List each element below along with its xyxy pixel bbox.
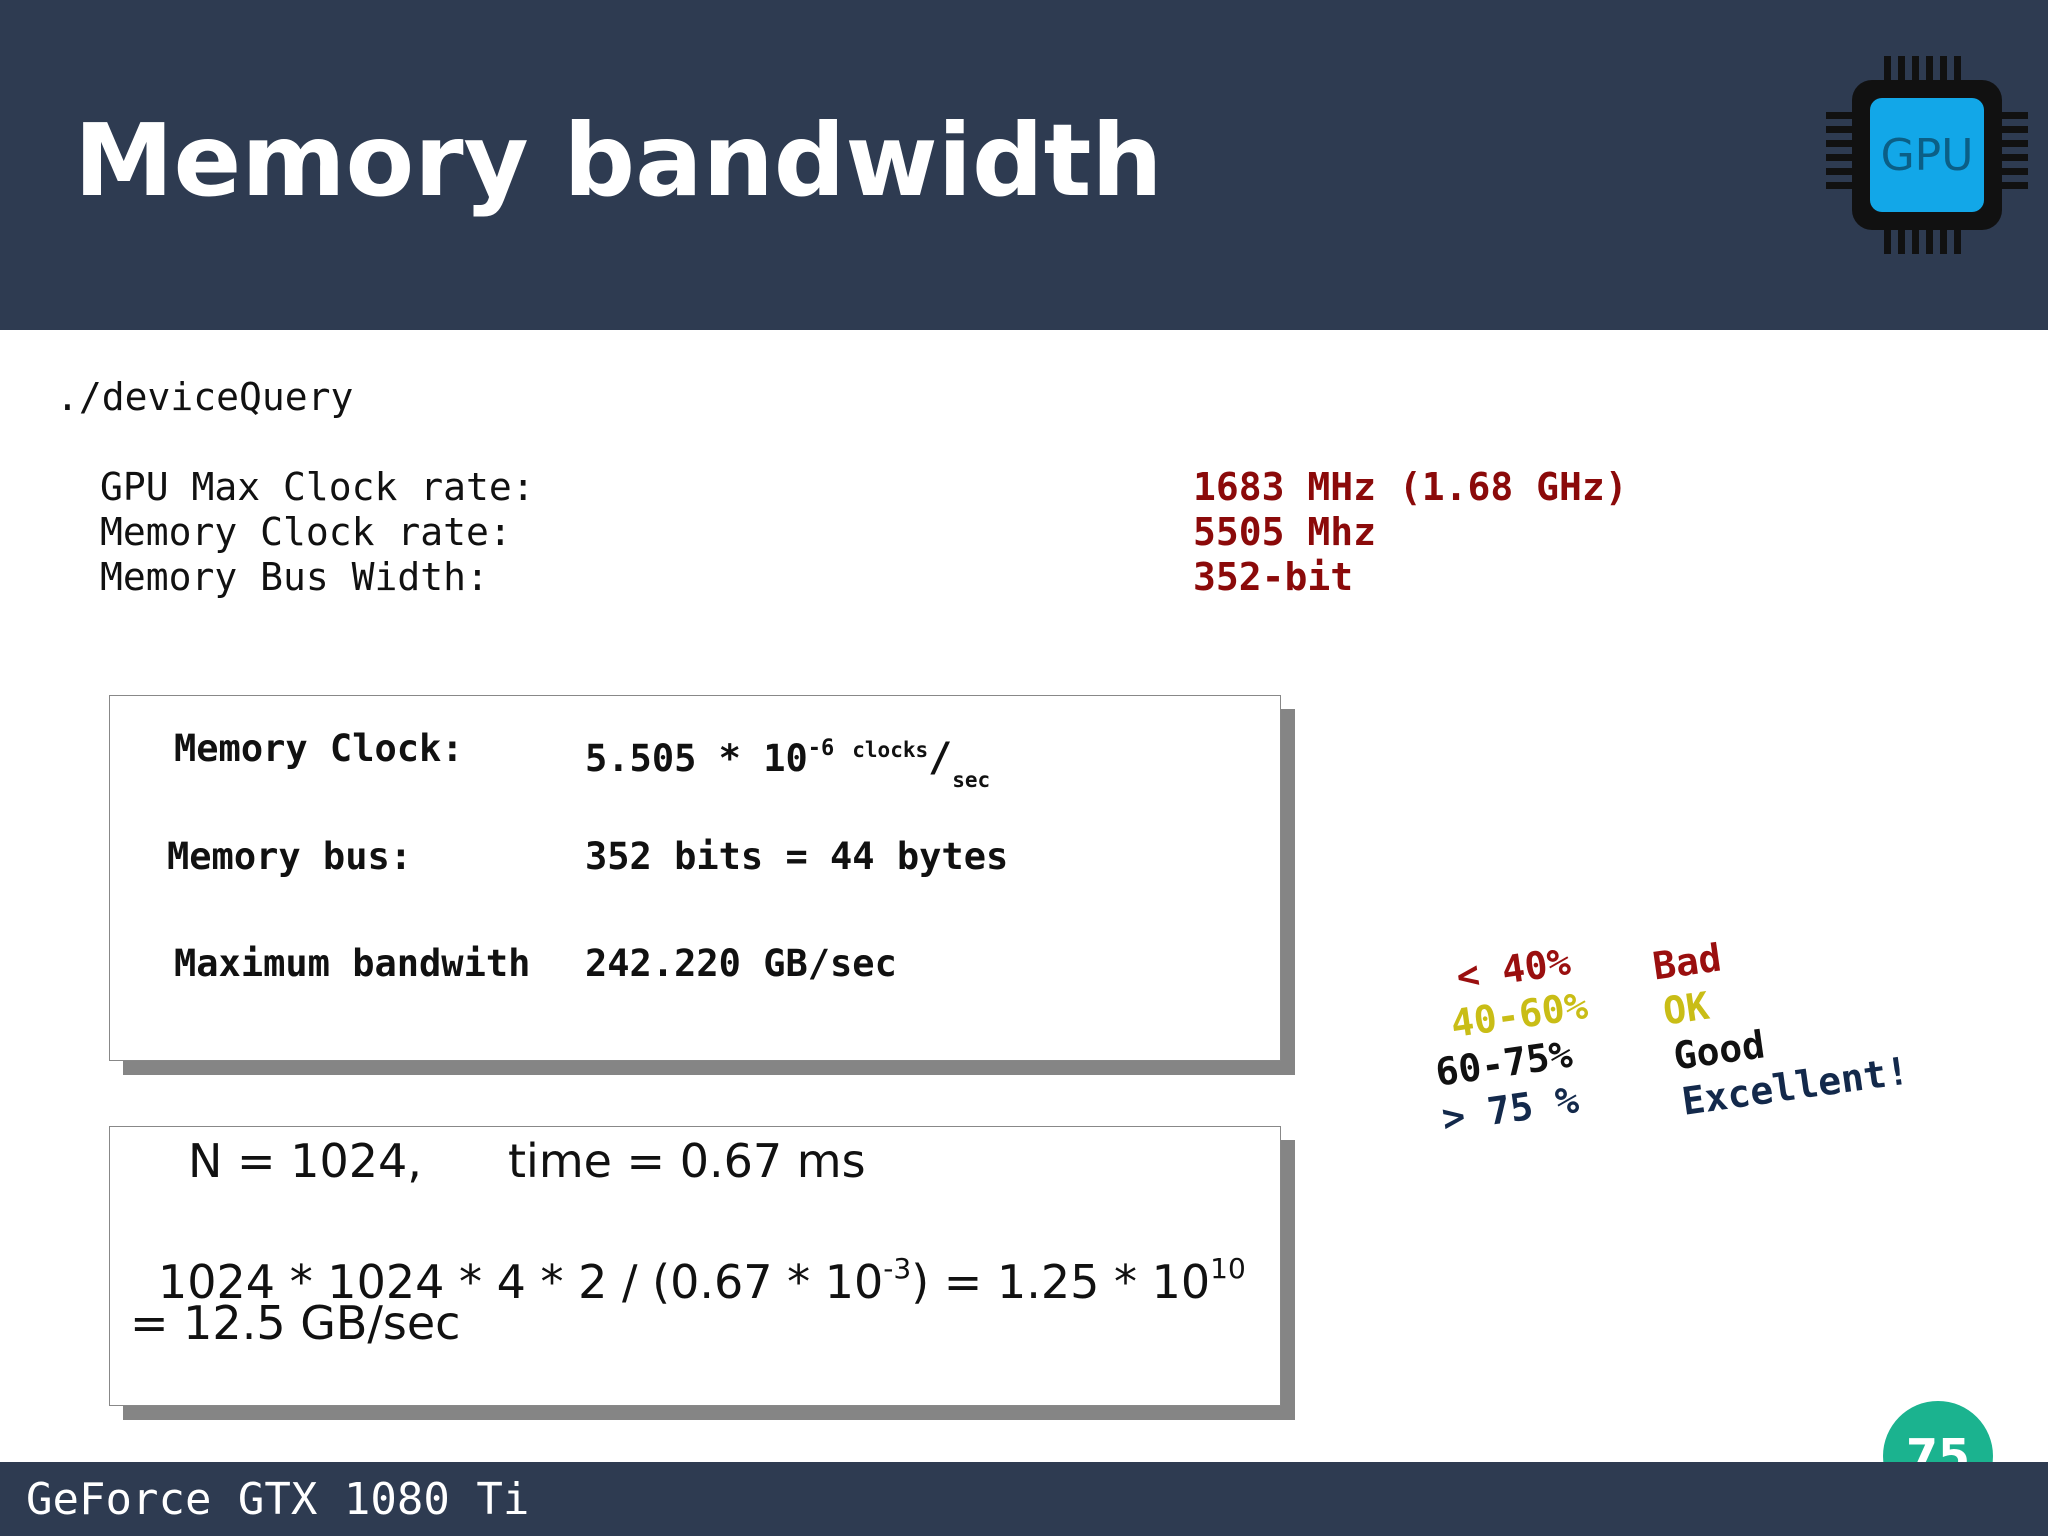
spec-label: Memory Clock rate: xyxy=(100,510,512,554)
example-result: = 12.5 GB/sec xyxy=(130,1296,461,1350)
example-n: N = 1024, xyxy=(188,1134,422,1188)
unit-numerator: clocks xyxy=(852,738,929,762)
device-query-command: ./deviceQuery xyxy=(56,375,354,419)
calc-value: 242.220 GB/sec xyxy=(585,942,897,985)
formula-part: 1024 * 1024 * 4 * 2 / (0.67 * 10 xyxy=(158,1255,884,1309)
unit-denominator: sec xyxy=(952,768,991,792)
spec-value: 1683 MHz (1.68 GHz) xyxy=(1193,465,1628,509)
calc-label: Memory bus: xyxy=(167,835,413,878)
gpu-chip-core xyxy=(1870,98,1984,212)
memory-clock-exponent: -6 xyxy=(807,736,835,761)
rating-label: Bad xyxy=(1650,935,1725,989)
spec-row-memory-clock: Memory Clock rate: 5505 Mhz xyxy=(0,509,2048,555)
rating-labels: Bad OK Good Excellent! xyxy=(1650,906,1954,1133)
calc-label: Memory Clock: xyxy=(174,727,464,770)
memory-clock-base: 5.505 * 10 xyxy=(585,737,808,780)
spec-value: 352-bit xyxy=(1193,555,1354,599)
slide-footer: GeForce GTX 1080 Ti xyxy=(0,1462,2048,1536)
calc-value: 5.505 * 10-6 clocks/sec xyxy=(585,724,990,805)
formula-part: ) = 1.25 * 10 xyxy=(911,1255,1211,1309)
spec-value: 5505 Mhz xyxy=(1193,510,1377,554)
example-formula: 1024 * 1024 * 4 * 2 / (0.67 * 10-3) = 1.… xyxy=(158,1239,1246,1312)
slide-header: Memory bandwidth GPU xyxy=(0,0,2048,330)
slide-title: Memory bandwidth xyxy=(74,102,1163,219)
spec-row-gpu-clock: GPU Max Clock rate: 1683 MHz (1.68 GHz) xyxy=(0,464,2048,510)
svg-text:GPU: GPU xyxy=(1881,130,1974,181)
calc-row-max-bandwidth: Maximum bandwith 242.220 GB/sec xyxy=(110,939,1280,989)
unit-slash: / xyxy=(928,735,953,781)
spec-label: GPU Max Clock rate: xyxy=(100,465,535,509)
rating-label: OK xyxy=(1660,983,1712,1034)
footer-text: GeForce GTX 1080 Ti xyxy=(26,1474,530,1525)
rating-thresholds: < 40% 40-60% 60-75% > 75 % xyxy=(1420,935,1625,1148)
calc-row-memory-bus: Memory bus: 352 bits = 44 bytes xyxy=(110,832,1280,882)
formula-exponent: 10 xyxy=(1210,1252,1246,1285)
calc-value: 352 bits = 44 bytes xyxy=(585,835,1009,878)
spec-label: Memory Bus Width: xyxy=(100,555,489,599)
bandwidth-calculation-box: Memory Clock: 5.505 * 10-6 clocks/sec Mem… xyxy=(109,695,1281,1061)
calc-row-memory-clock: Memory Clock: 5.505 * 10-6 clocks/sec xyxy=(110,724,1280,792)
calc-label: Maximum bandwith xyxy=(174,942,531,985)
formula-exponent: -3 xyxy=(883,1252,912,1285)
gpu-chip-icon: GPU xyxy=(1826,56,2028,254)
example-time: time = 0.67 ms xyxy=(508,1134,866,1188)
example-calculation-box: N = 1024, time = 0.67 ms 1024 * 1024 * 4… xyxy=(109,1126,1281,1406)
spec-row-bus-width: Memory Bus Width: 352-bit xyxy=(0,554,2048,600)
